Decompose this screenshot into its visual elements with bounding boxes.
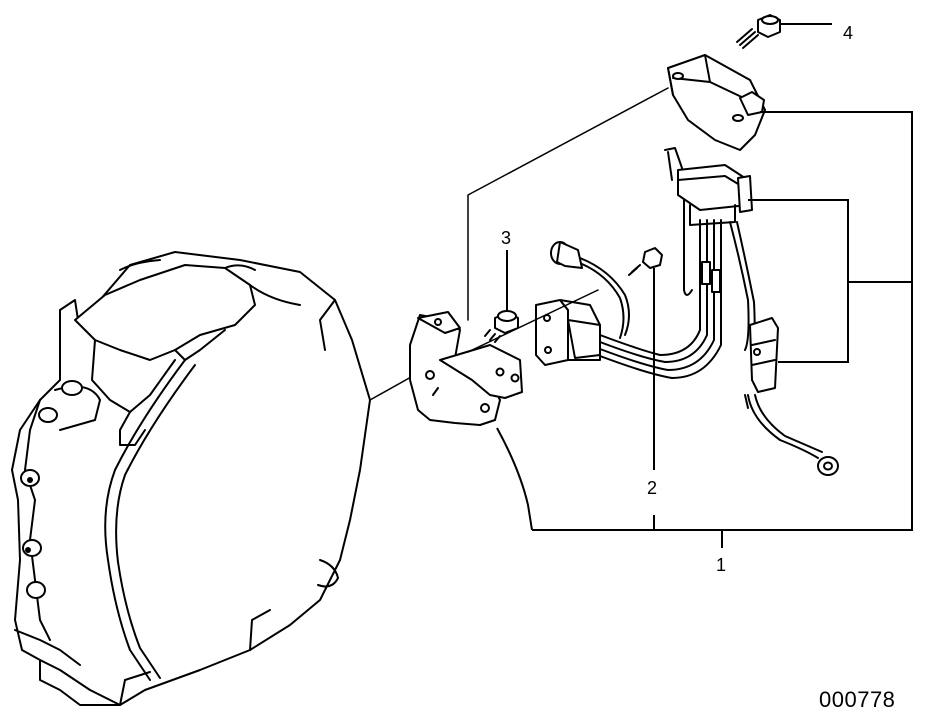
connector-plug <box>467 241 630 366</box>
wiring-harness <box>599 147 839 476</box>
callout-label-1: 1 <box>716 555 727 575</box>
callout-label-2: 2 <box>647 478 658 498</box>
screw-part-3 <box>484 250 519 343</box>
engine-housing <box>11 251 371 706</box>
mounting-bracket <box>409 311 523 426</box>
callout-label-3: 3 <box>501 228 512 248</box>
control-unit <box>667 14 832 151</box>
screw-part-2 <box>628 247 663 470</box>
diagram-reference-code: 000778 <box>819 687 896 712</box>
assembly-group-lines <box>467 87 913 548</box>
callout-label-4: 4 <box>843 23 854 43</box>
connector-leader-line <box>467 289 599 353</box>
